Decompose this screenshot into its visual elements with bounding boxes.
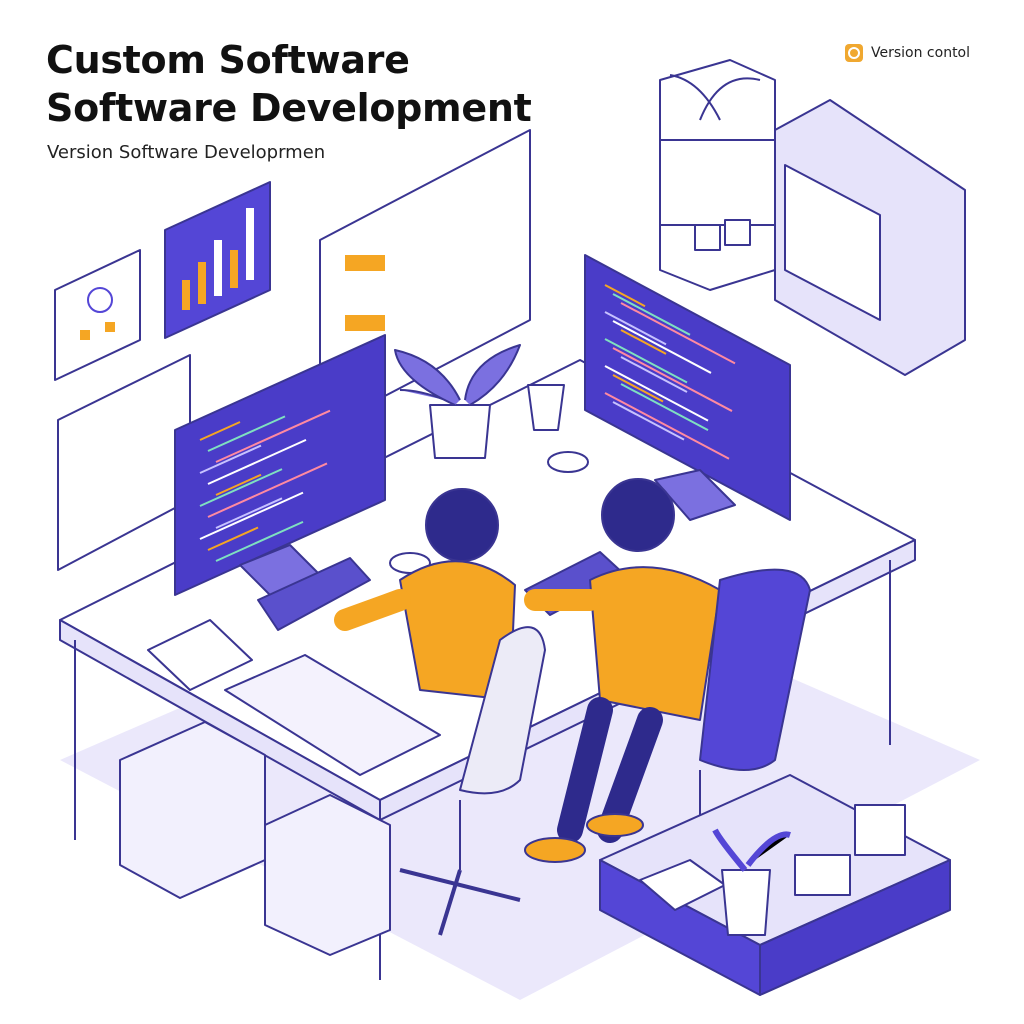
code-line bbox=[199, 491, 304, 540]
code-line bbox=[207, 526, 259, 551]
server-cabinet bbox=[774, 99, 966, 376]
code-line bbox=[604, 311, 667, 346]
code-line bbox=[199, 444, 262, 474]
shelf bbox=[659, 59, 776, 291]
code-line bbox=[215, 520, 304, 562]
code-line bbox=[207, 462, 328, 518]
page-title: Custom Software Software Development bbox=[46, 36, 532, 132]
code-line bbox=[215, 409, 331, 463]
monitor-right bbox=[584, 254, 791, 521]
code-line bbox=[620, 356, 688, 393]
code-line bbox=[199, 468, 283, 507]
code-line bbox=[612, 374, 664, 403]
code-line bbox=[620, 302, 736, 365]
code-line bbox=[620, 329, 667, 355]
notebook bbox=[147, 619, 253, 691]
code-line bbox=[612, 347, 733, 412]
desk-plant bbox=[394, 344, 521, 459]
code-line bbox=[207, 415, 286, 452]
developer-left bbox=[334, 488, 516, 701]
code-line bbox=[604, 284, 646, 308]
code-line bbox=[612, 320, 712, 374]
badge-label: Version contol bbox=[871, 45, 971, 61]
version-control-icon bbox=[845, 44, 863, 62]
code-line bbox=[215, 497, 283, 529]
code-line bbox=[604, 365, 709, 422]
code-line bbox=[207, 438, 307, 485]
code-line bbox=[215, 473, 262, 496]
coaster bbox=[547, 451, 589, 473]
code-line bbox=[604, 338, 688, 384]
code-line bbox=[604, 392, 730, 460]
developer-right bbox=[524, 478, 721, 863]
coffee-cup bbox=[527, 384, 565, 431]
title-line-1: Custom Software bbox=[46, 38, 410, 82]
keyboard-left bbox=[257, 557, 371, 631]
tablet bbox=[224, 654, 441, 776]
version-control-badge: Version contol bbox=[845, 44, 970, 62]
code-line bbox=[620, 383, 709, 431]
code-line bbox=[199, 421, 241, 441]
storage-box bbox=[264, 794, 391, 956]
code-line bbox=[612, 293, 691, 336]
side-platform bbox=[599, 774, 951, 996]
chair-left bbox=[399, 626, 546, 936]
title-line-2: Software Development bbox=[46, 86, 532, 130]
code-line bbox=[612, 401, 685, 441]
subtitle: Version Software Developrmen bbox=[47, 142, 326, 163]
gear-panel bbox=[54, 249, 141, 381]
bar-chart-panel bbox=[164, 181, 271, 339]
code-panel-left bbox=[57, 354, 191, 571]
